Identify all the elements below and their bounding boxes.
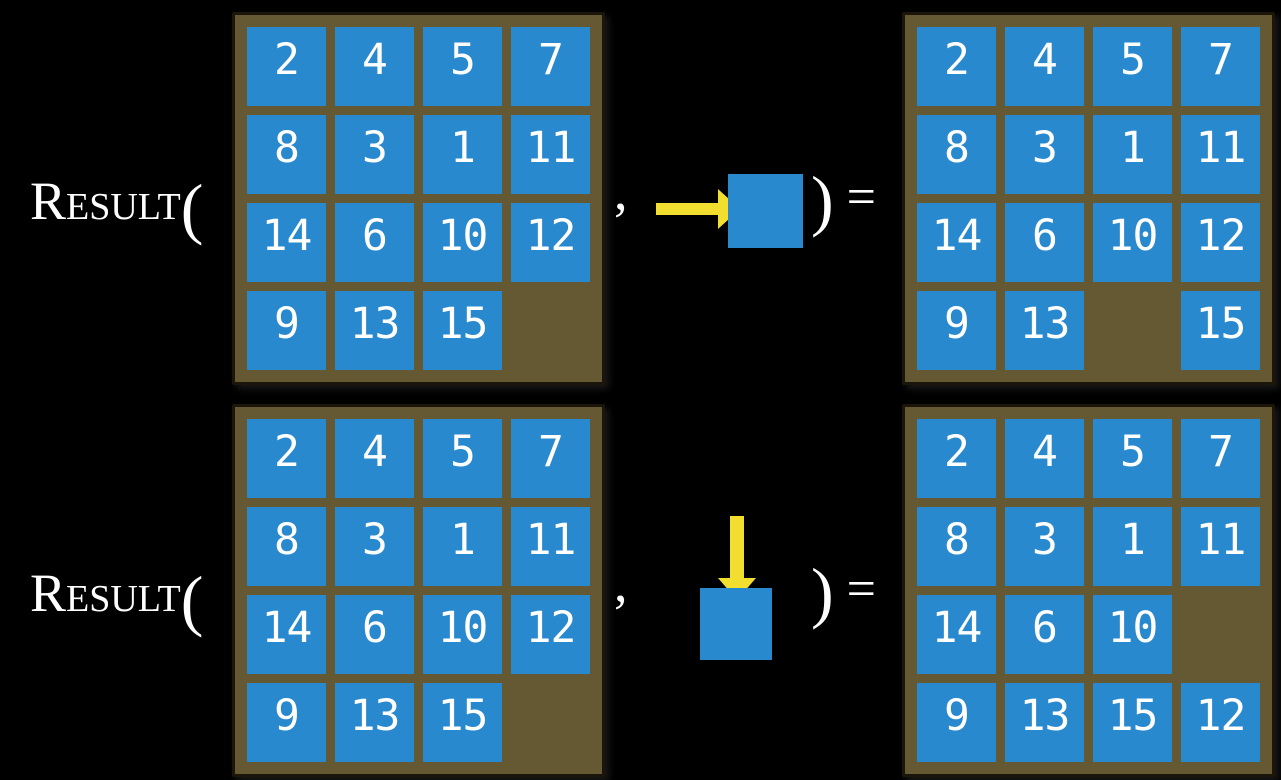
puzzle-tile: 13 (1005, 683, 1084, 762)
puzzle-tile: 9 (917, 683, 996, 762)
puzzle-tile: 11 (1181, 507, 1260, 586)
puzzle-tile: 15 (423, 291, 502, 370)
equals-sign: = (846, 561, 876, 618)
puzzle-tile: 15 (1181, 291, 1260, 370)
puzzle-tile: 4 (1005, 419, 1084, 498)
action-tile-square (700, 588, 772, 660)
puzzle-tile: 2 (247, 419, 326, 498)
function-name: Result (30, 171, 181, 231)
puzzle-tile: 9 (247, 291, 326, 370)
puzzle-tile: 3 (335, 507, 414, 586)
puzzle-tile: 1 (1093, 115, 1172, 194)
puzzle-tile: 5 (423, 27, 502, 106)
puzzle-tile: 3 (1005, 507, 1084, 586)
puzzle-tile: 13 (335, 291, 414, 370)
puzzle-tile: 6 (335, 595, 414, 674)
puzzle-tile: 2 (247, 27, 326, 106)
close-paren-icon: ) (811, 554, 834, 630)
equals-sign: = (846, 169, 876, 226)
puzzle-tile: 6 (1005, 595, 1084, 674)
comma-separator: , (614, 161, 628, 221)
puzzle-tile: 4 (1005, 27, 1084, 106)
puzzle-tile: 1 (423, 507, 502, 586)
puzzle-tile: 11 (511, 115, 590, 194)
puzzle-tile: 11 (1181, 115, 1260, 194)
puzzle-tile: 5 (1093, 27, 1172, 106)
puzzle-tile: 2 (917, 419, 996, 498)
puzzle-tile: 12 (511, 203, 590, 282)
puzzle-tile: 12 (1181, 683, 1260, 762)
puzzle-tile: 12 (1181, 203, 1260, 282)
close-equals-group: ) = (811, 164, 876, 236)
puzzle-tile: 10 (1093, 203, 1172, 282)
puzzle-tile: 5 (423, 419, 502, 498)
puzzle-tile: 9 (247, 683, 326, 762)
puzzle-tile: 13 (335, 683, 414, 762)
puzzle-tile: 14 (247, 595, 326, 674)
open-paren-icon: ( (180, 562, 204, 638)
puzzle-tile: 7 (1181, 27, 1260, 106)
puzzle-tile: 7 (1181, 419, 1260, 498)
blank-cell (1181, 595, 1260, 674)
puzzle-tile: 11 (511, 507, 590, 586)
close-paren-icon: ) (811, 162, 834, 238)
puzzle-tile: 14 (247, 203, 326, 282)
blank-cell (511, 291, 590, 370)
puzzle-tile: 10 (1093, 595, 1172, 674)
puzzle-tile: 14 (917, 203, 996, 282)
right-arrow-icon (656, 189, 740, 229)
puzzle-tile: 10 (423, 203, 502, 282)
puzzle-tile: 4 (335, 27, 414, 106)
puzzle-tile: 8 (247, 507, 326, 586)
close-equals-group: ) = (811, 556, 876, 628)
puzzle-tile: 6 (1005, 203, 1084, 282)
puzzle-tile: 8 (917, 115, 996, 194)
puzzle-tile: 13 (1005, 291, 1084, 370)
puzzle-tile: 8 (247, 115, 326, 194)
puzzle-tile: 15 (1093, 683, 1172, 762)
comma-separator: , (614, 553, 628, 613)
function-label: Result( (30, 174, 203, 242)
puzzle-tile: 7 (511, 419, 590, 498)
puzzle-tile: 3 (335, 115, 414, 194)
puzzle-tile: 10 (423, 595, 502, 674)
puzzle-tile: 1 (1093, 507, 1172, 586)
puzzle-tile: 4 (335, 419, 414, 498)
puzzle-tile: 2 (917, 27, 996, 106)
function-name: Result (30, 563, 181, 623)
puzzle-tile: 1 (423, 115, 502, 194)
puzzle-tile: 12 (511, 595, 590, 674)
puzzle-tile: 7 (511, 27, 590, 106)
puzzle-tile: 3 (1005, 115, 1084, 194)
function-label: Result( (30, 566, 203, 634)
blank-cell (511, 683, 590, 762)
down-arrow-icon (718, 516, 756, 600)
puzzle-tile: 15 (423, 683, 502, 762)
puzzle-tile: 14 (917, 595, 996, 674)
action-tile-square (728, 174, 803, 248)
open-paren-icon: ( (180, 170, 204, 246)
puzzle-tile: 5 (1093, 419, 1172, 498)
puzzle-tile: 8 (917, 507, 996, 586)
blank-cell (1093, 291, 1172, 370)
puzzle-tile: 6 (335, 203, 414, 282)
puzzle-tile: 9 (917, 291, 996, 370)
